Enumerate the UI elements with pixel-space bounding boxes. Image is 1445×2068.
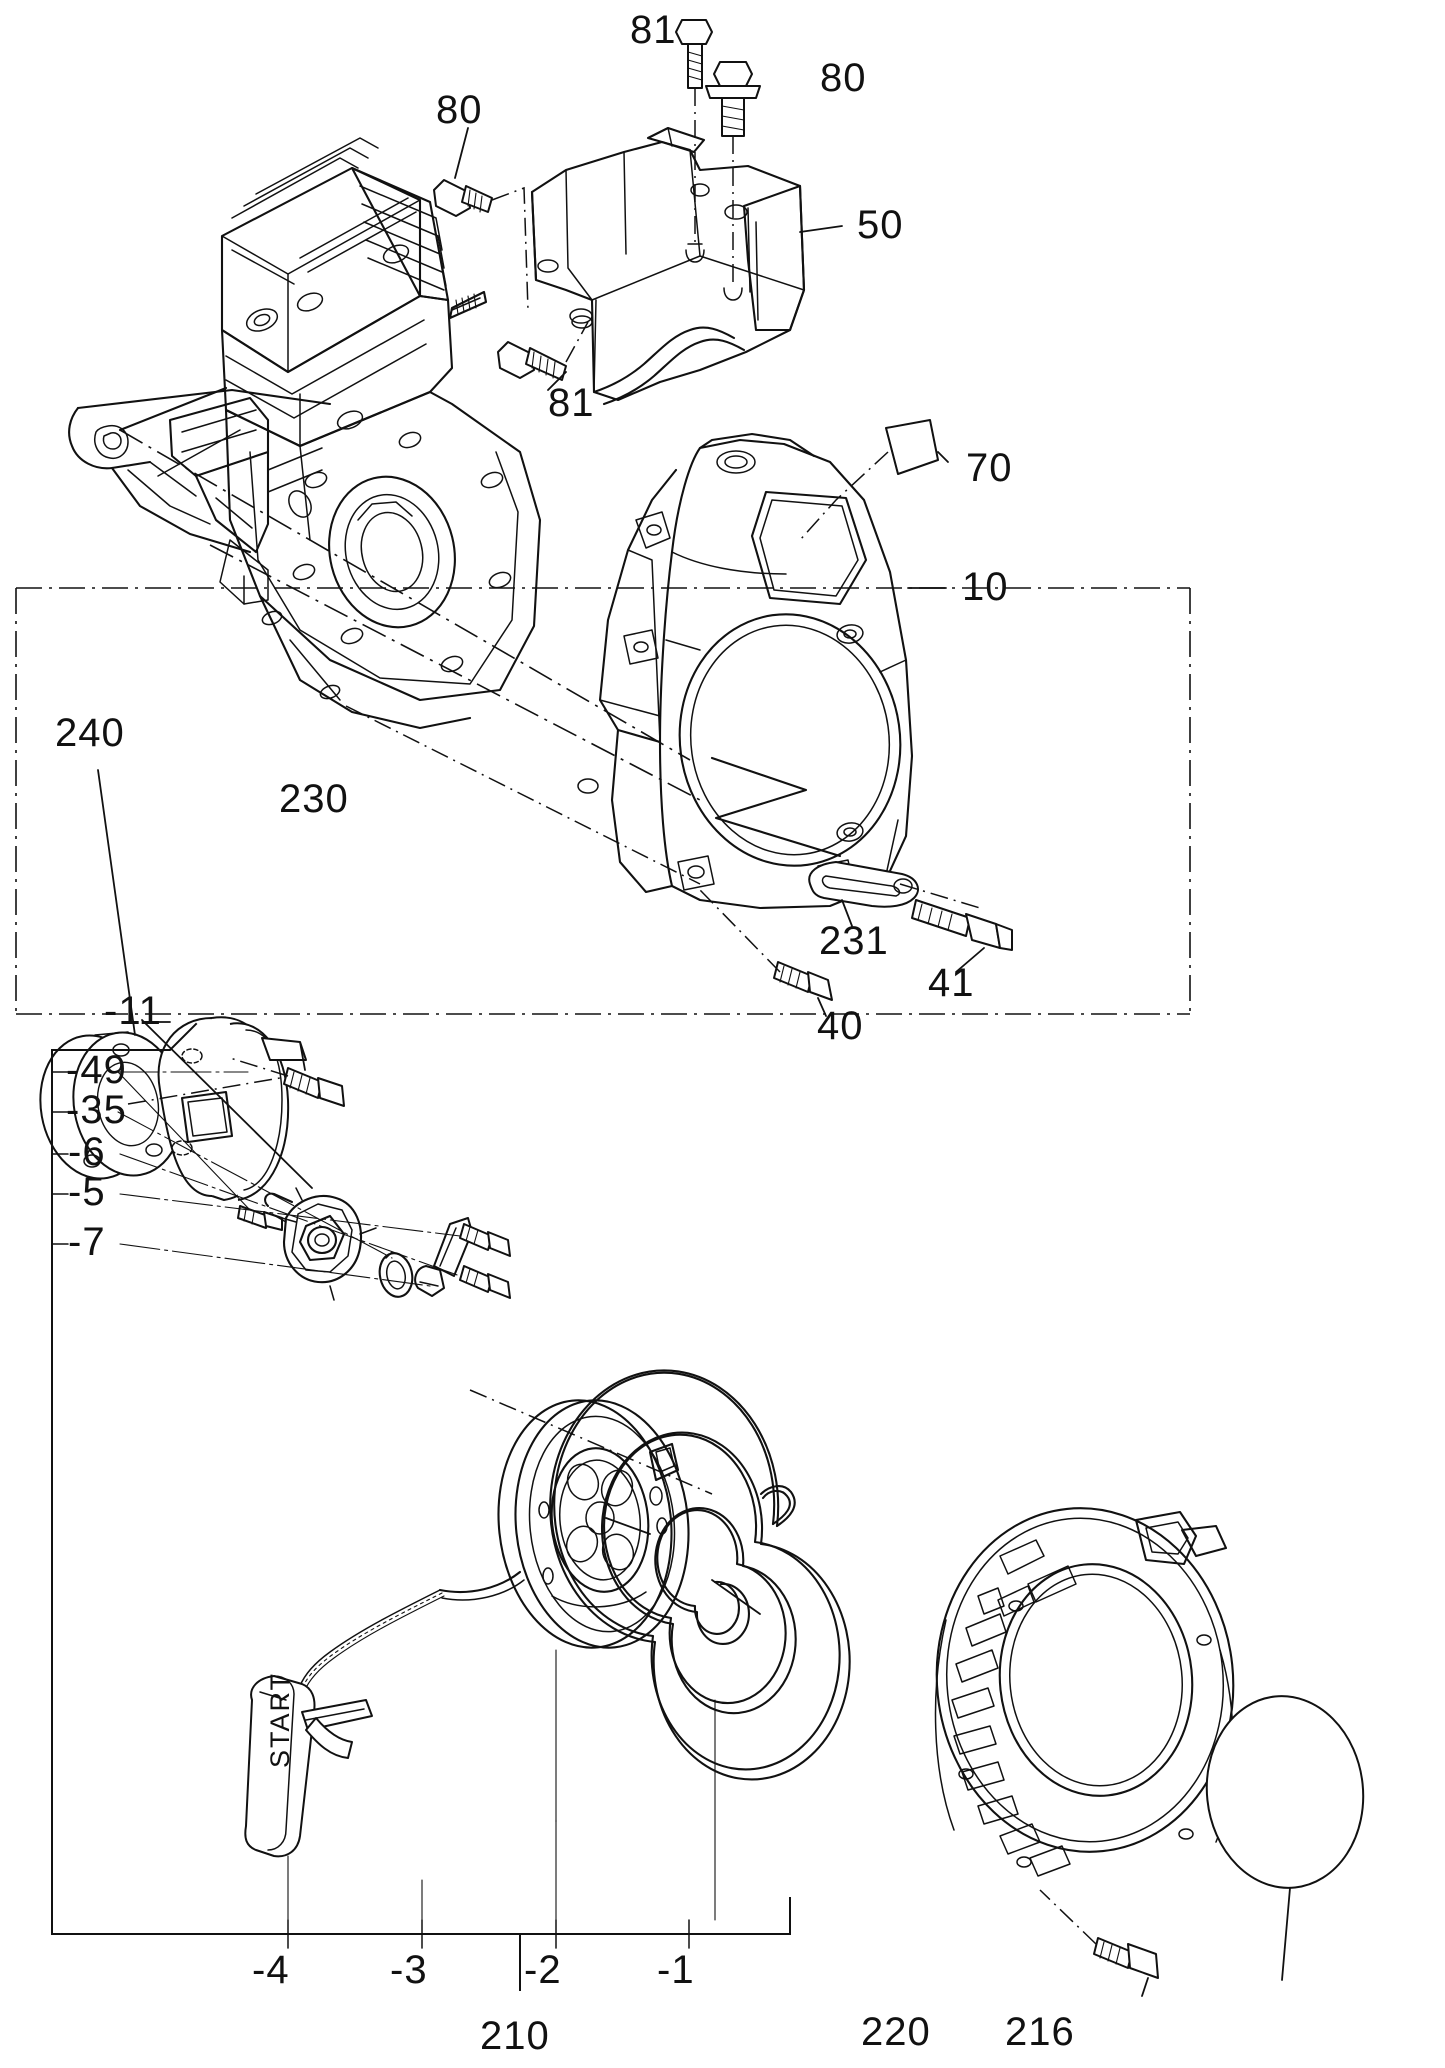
- callout-80-upper-right: 80: [820, 56, 867, 100]
- bolt-40: [773, 961, 833, 1001]
- screw-6: [459, 1265, 511, 1299]
- callout-240-flange: 240: [55, 711, 125, 755]
- callout-40-bolt: 40: [817, 1004, 864, 1048]
- callout-7: -7: [68, 1220, 106, 1264]
- starter-cap-216: [1205, 1695, 1365, 1889]
- callout-230-screw: 230: [279, 777, 349, 821]
- starter-case-210: [934, 1507, 1235, 1877]
- starter-rope-3: [299, 1589, 445, 1693]
- pawl-assembly-11: [264, 1187, 377, 1301]
- screw-220: [1093, 1937, 1159, 1979]
- callout-70-cover-plate: 70: [966, 446, 1013, 490]
- screw-5: [459, 1223, 511, 1257]
- bolt-81-mid-left: [497, 341, 567, 381]
- bolt-41: [911, 899, 1013, 951]
- callout-1-spring: -1: [657, 1948, 695, 1992]
- bolt-80-upper-left: [433, 179, 493, 217]
- callout-3-rope: -3: [390, 1948, 428, 1992]
- callout-10-blower-housing: 10: [962, 565, 1009, 609]
- screw-230: [283, 1067, 345, 1107]
- subassembly-bracket: [51, 1022, 791, 1991]
- callout-4-grip: -4: [252, 1948, 290, 1992]
- callout-210-starter: 210: [480, 2014, 550, 2058]
- callout-220-screw: 220: [861, 2010, 931, 2054]
- callout-81-top: 81: [630, 8, 677, 52]
- circlip-35: [378, 1251, 414, 1298]
- baffle-shroud-50: [530, 126, 806, 406]
- cover-plate-70: [885, 419, 939, 475]
- bolt-80-upper-right: [705, 61, 761, 137]
- engine-block-group: [68, 137, 542, 730]
- bolt-81-top: [675, 19, 713, 89]
- callout-35: -35: [66, 1088, 127, 1132]
- callout-216-cap: 216: [1005, 2010, 1075, 2054]
- callout-50-baffle: 50: [857, 203, 904, 247]
- grip-start-text: START: [265, 1672, 295, 1768]
- starter-grip-4: START: [244, 1672, 373, 1858]
- callout-49: -49: [66, 1048, 127, 1092]
- callout-2-reel: -2: [524, 1948, 562, 1992]
- callout-80-upper-left: 80: [436, 88, 483, 132]
- callout-81-mid: 81: [548, 381, 595, 425]
- callout-6: -6: [68, 1130, 106, 1174]
- callout-5: -5: [68, 1170, 106, 1214]
- blower-housing-10: [577, 432, 914, 910]
- callout-231-bracket: 231: [819, 919, 889, 963]
- callout-11-pawl: -11: [104, 989, 162, 1033]
- callout-41-bolt: 41: [928, 961, 975, 1005]
- bracket-231: [808, 861, 919, 908]
- recoil-spring-1: [549, 1369, 851, 1781]
